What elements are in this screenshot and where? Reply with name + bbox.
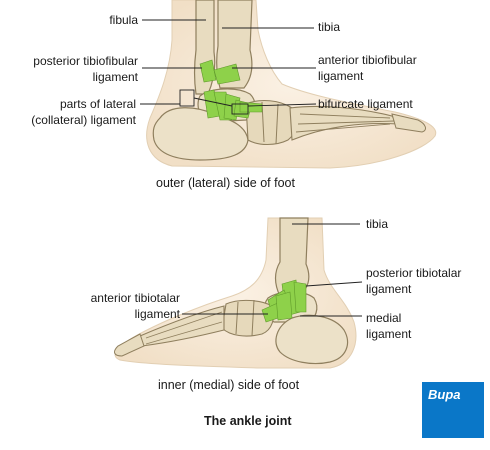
label-line-1: medial [366, 311, 402, 325]
label-fibula: fibula [109, 13, 138, 27]
label-anterior-tibiofibular: anterior tibiofibular ligament [318, 52, 417, 84]
label-line-1: parts of lateral [59, 97, 136, 111]
bupa-logo: Bupa [422, 382, 484, 438]
label-anterior-tibiotalar: anterior tibiotalar ligament [91, 290, 180, 322]
label-line-1: anterior tibiofibular [318, 53, 417, 67]
label-posterior-tibiotalar: posterior tibiotalar ligament [366, 265, 461, 297]
bottom-leader-lines [182, 223, 363, 317]
medial-ligaments [261, 279, 307, 323]
medial-foot-view [114, 217, 357, 369]
label-posterior-tibiofibular: posterior tibiofibular ligament [33, 53, 138, 85]
midfoot-bones-medial [221, 299, 275, 337]
label-line-2: ligament [134, 307, 180, 321]
tibia-bone [216, 0, 253, 89]
lateral-ligaments [199, 59, 263, 121]
label-tibia-bottom: tibia [366, 217, 389, 231]
top-leader-lines [140, 19, 317, 107]
label-tibia-top: tibia [318, 20, 341, 34]
label-line-2: ligament [92, 70, 138, 84]
label-line-2: ligament [366, 282, 412, 296]
toe-bones [391, 113, 426, 133]
caption-medial: inner (medial) side of foot [158, 378, 300, 392]
label-medial: medial ligament [366, 310, 411, 342]
label-lateral-collateral: parts of lateral (collateral) ligament [31, 96, 136, 128]
caption-lateral: outer (lateral) side of foot [156, 176, 295, 190]
label-line-1: posterior tibiofibular [33, 54, 138, 68]
calcaneus-bone-medial [275, 314, 349, 365]
bupa-logo-text: Bupa [428, 387, 461, 402]
label-line-2: (collateral) ligament [31, 113, 136, 127]
label-line-1: anterior tibiotalar [90, 291, 180, 305]
lateral-foot-view [146, 0, 437, 169]
label-bifurcate: bifurcate ligament [318, 97, 413, 111]
diagram-title: The ankle joint [204, 414, 292, 428]
toe-bones-medial [114, 333, 145, 357]
label-line-1: posterior tibiotalar [366, 266, 462, 280]
label-line-2: ligament [366, 327, 412, 341]
label-line-2: ligament [318, 69, 364, 83]
